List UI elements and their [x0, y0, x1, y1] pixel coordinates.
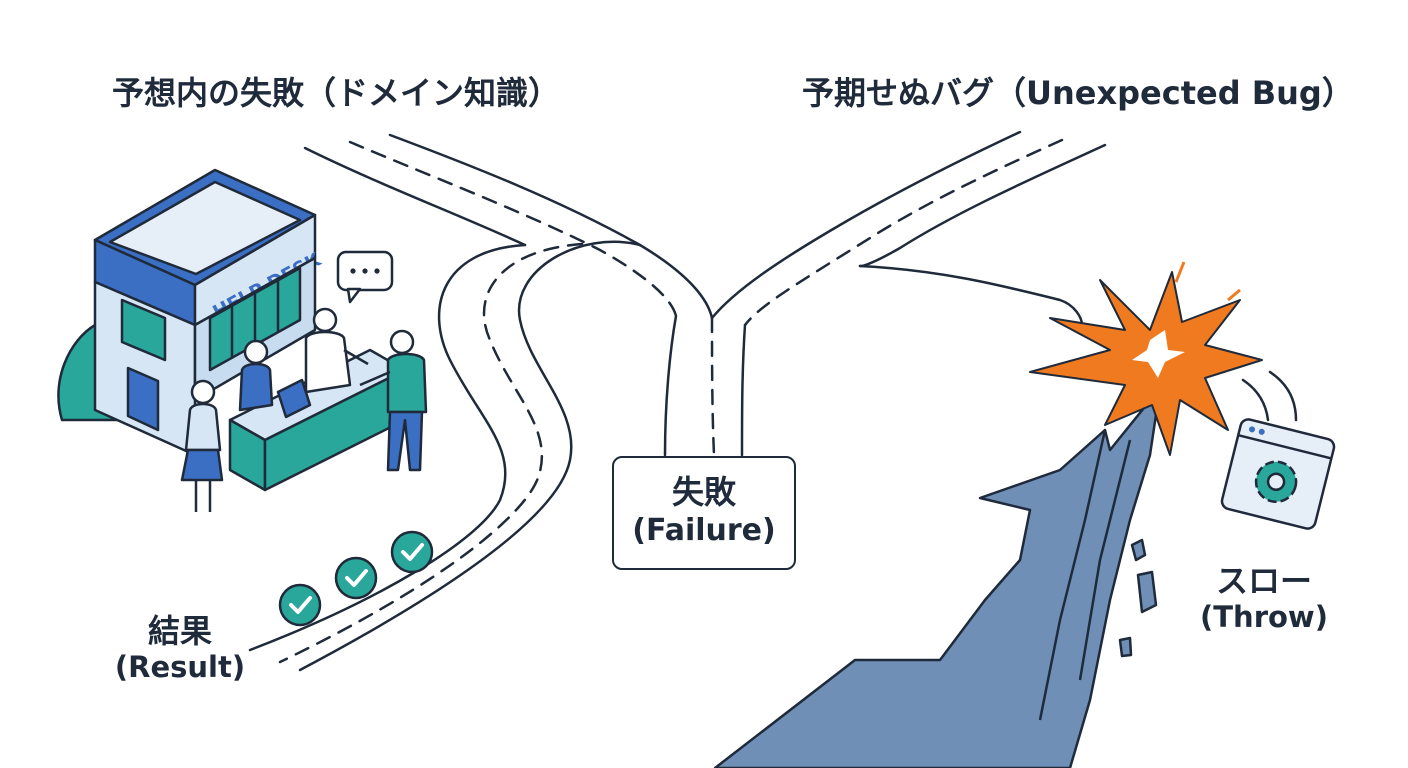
failure-box: 失敗 (Failure) — [612, 456, 796, 570]
heading-unexpected-bug: 予期せぬバグ（Unexpected Bug） — [802, 74, 1354, 112]
person-staff-man — [304, 307, 369, 394]
throw-label: スロー (Throw) — [1184, 562, 1344, 635]
motion-lines — [1241, 370, 1298, 422]
gear-icon — [1254, 460, 1298, 504]
checkmark-icon — [390, 530, 434, 574]
road-network — [248, 130, 1107, 672]
failure-label-jp: 失敗 — [671, 473, 736, 511]
result-label-jp: 結果 — [147, 612, 212, 650]
checkmark-icon — [334, 556, 378, 600]
checkmark-icon — [278, 583, 322, 627]
speech-bubble-icon — [336, 250, 394, 304]
failure-label-en: (Failure) — [632, 513, 776, 548]
person-staff-woman — [238, 339, 274, 412]
person-customer-woman — [180, 379, 224, 512]
result-label-en: (Result) — [114, 650, 246, 685]
help-desk-building: HELP DESK — [57, 168, 326, 457]
app-window-icon — [1220, 418, 1336, 530]
help-desk-counter — [228, 348, 407, 492]
result-label: 結果 (Result) — [100, 612, 260, 685]
throw-label-en: (Throw) — [1200, 600, 1328, 635]
person-customer-man — [359, 329, 428, 472]
heading-expected-failure: 予想内の失敗（ドメイン知識） — [112, 74, 561, 112]
throw-label-jp: スロー — [1215, 562, 1312, 600]
cliff — [713, 386, 1162, 768]
explosion-icon — [1029, 261, 1263, 456]
